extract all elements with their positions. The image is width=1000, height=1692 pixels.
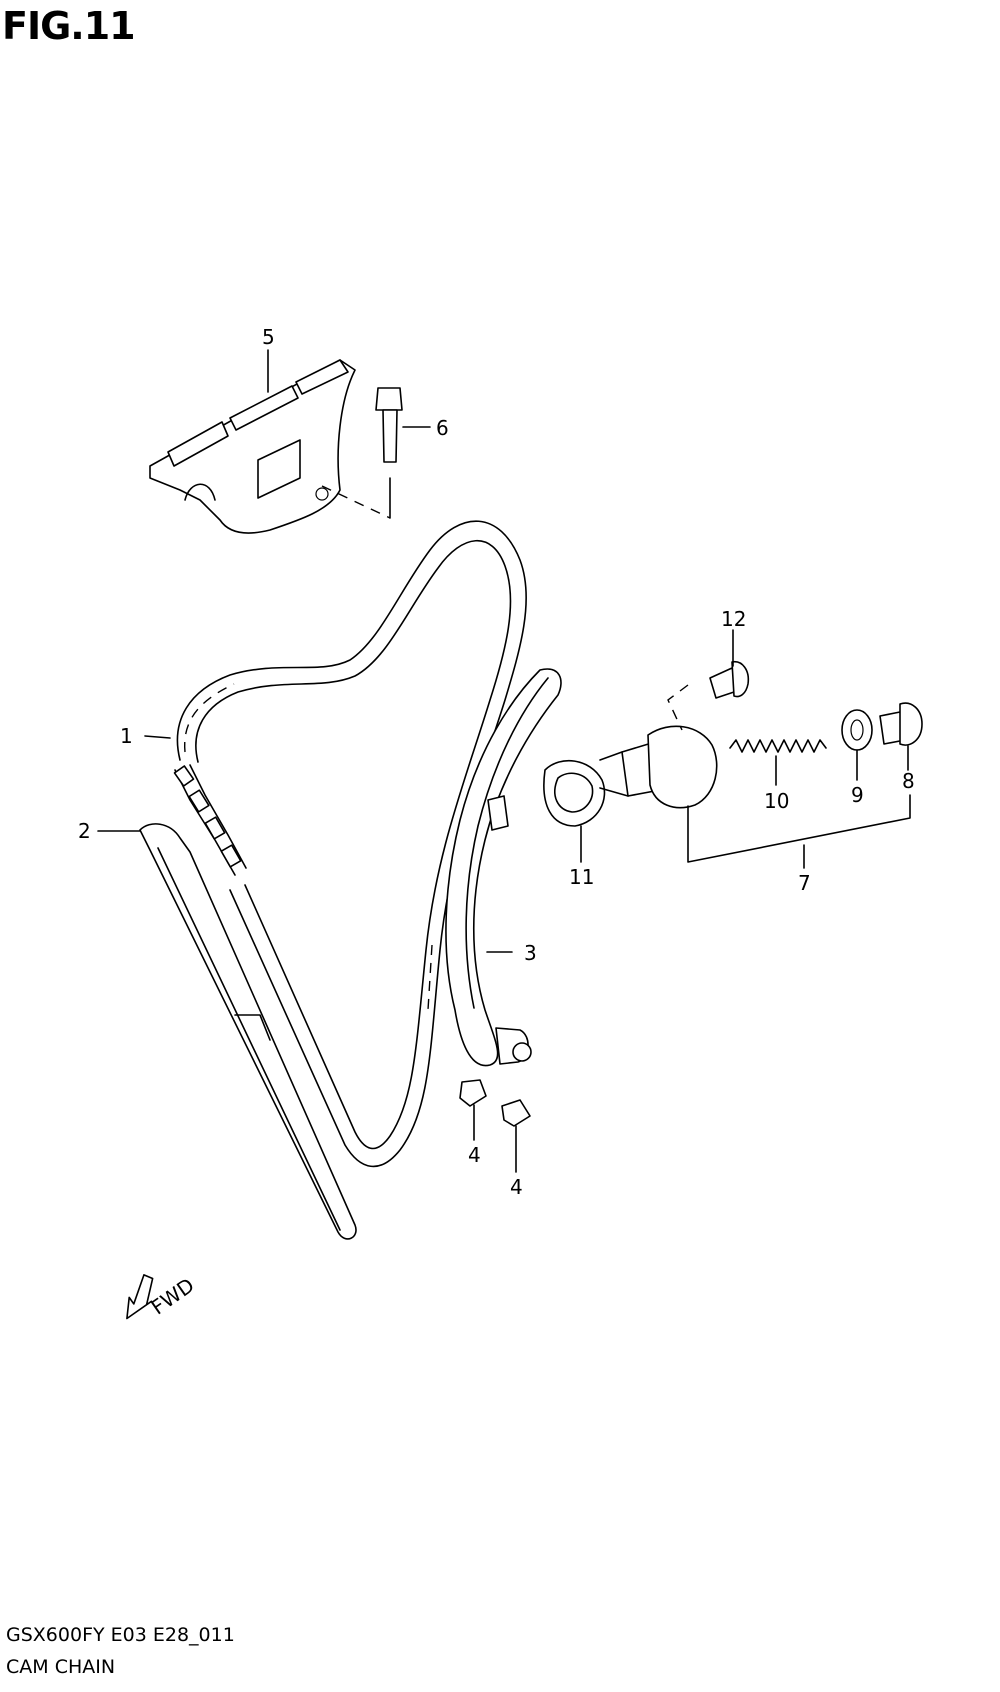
diagram-code: GSX600FY E03 E28_011 (6, 1624, 235, 1646)
callout-3: 3 (524, 941, 537, 965)
callout-9: 9 (851, 783, 864, 807)
callout-2: 2 (78, 819, 91, 843)
callout-1: 1 (120, 724, 133, 748)
callout-12: 12 (721, 607, 746, 631)
tensioner-adjuster (543, 660, 923, 827)
chain-guide-front (139, 823, 357, 1240)
fwd-label: FWD (147, 1273, 199, 1319)
spring-10 (729, 739, 827, 753)
callout-7: 7 (798, 871, 811, 895)
callout-8: 8 (902, 769, 915, 793)
cam-chain (173, 520, 527, 1168)
damper-left (459, 1079, 487, 1107)
fwd-arrow: FWD (126, 1273, 199, 1319)
bolt-6 (375, 387, 403, 519)
callout-labels: 1 2 3 4 4 5 6 7 8 9 10 11 12 (78, 325, 915, 1199)
callout-5: 5 (262, 325, 275, 349)
tensioner-arm (445, 668, 562, 1067)
leader-lines (97, 349, 911, 1173)
callout-6: 6 (436, 416, 449, 440)
chain-guide-top (149, 359, 391, 534)
callout-4a: 4 (468, 1143, 481, 1167)
diagram-name: CAM CHAIN (6, 1656, 116, 1678)
callout-4b: 4 (510, 1175, 523, 1199)
figure-title: FIG.11 (2, 4, 136, 48)
callout-11: 11 (569, 865, 594, 889)
callout-10: 10 (764, 789, 789, 813)
damper-right (501, 1099, 531, 1127)
